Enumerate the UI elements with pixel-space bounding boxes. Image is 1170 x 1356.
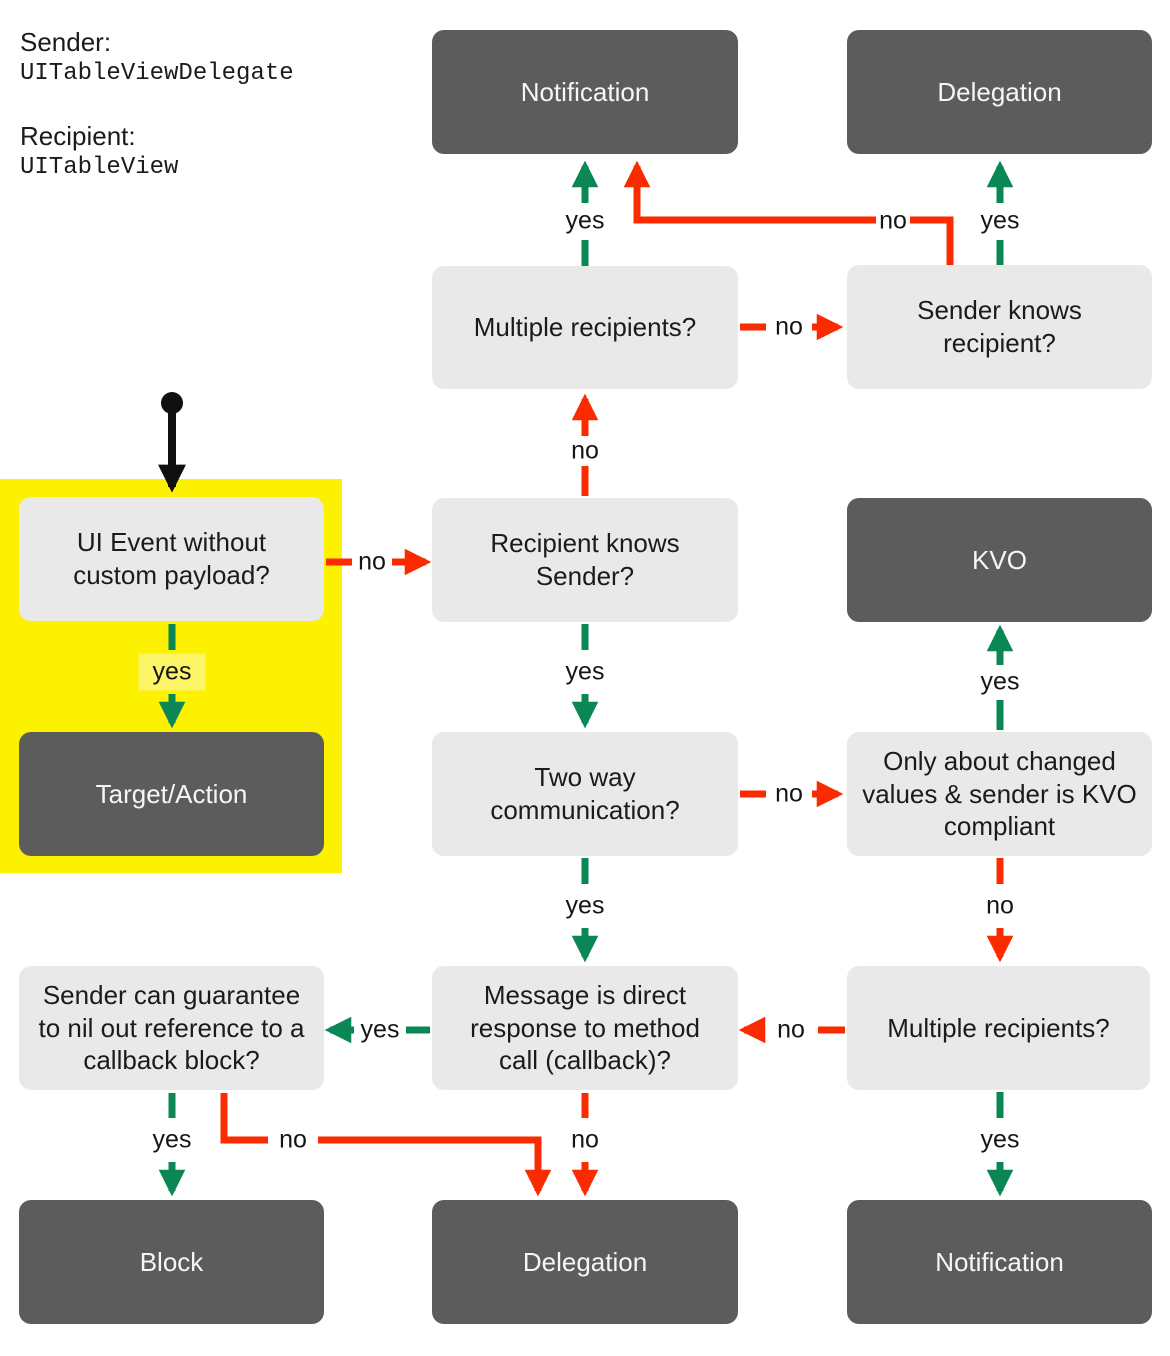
edge-label-no: no [775,779,803,808]
edge-label-no: no [775,312,803,341]
edge-label-no: no [571,1125,599,1154]
sender-label: Sender: [20,27,112,57]
edge-label-no: no [279,1125,307,1154]
edge-label-yes: yes [980,667,1020,696]
edge-label-yes: yes [980,1125,1020,1154]
edge-label-yes: yes [565,891,605,920]
node-block: Block [19,1200,324,1324]
edge-label-yes: yes [565,206,605,235]
node-two-way: Two way communication? [432,732,738,856]
node-delegation-bottom: Delegation [432,1200,738,1324]
edge-label-no: no [879,206,907,235]
node-only-changed: Only about changed values & sender is KV… [847,732,1152,856]
edge-label-yes: yes [360,1015,400,1044]
node-notification-top: Notification [432,30,738,154]
node-target-action: Target/Action [19,732,324,856]
start-dot [161,392,183,414]
node-message-direct: Message is direct response to method cal… [432,966,738,1090]
edge-label-yes: yes [152,1125,192,1154]
node-multiple-recipients-top: Multiple recipients? [432,266,738,389]
edge-sender-guarantee-to-delegation [220,1093,538,1191]
node-sender-guarantee: Sender can guarantee to nil out referenc… [19,966,324,1090]
node-multiple-recipients-bottom: Multiple recipients? [847,966,1150,1090]
edge-label-yes: yes [138,653,206,691]
edge-label-yes: yes [980,206,1020,235]
node-ui-event: UI Event without custom payload? [19,497,324,621]
node-recipient-knows-sender: Recipient knows Sender? [432,498,738,622]
edge-label-no: no [986,891,1014,920]
node-notification-bottom: Notification [847,1200,1152,1324]
recipient-label: Recipient: [20,121,136,151]
recipient-value: UITableView [20,154,179,181]
node-kvo: KVO [847,498,1152,622]
edge-label-no: no [571,436,599,465]
node-sender-knows-recipient: Sender knows recipient? [847,265,1152,389]
node-delegation-top: Delegation [847,30,1152,154]
edge-label-no: no [358,547,386,576]
edge-label-yes: yes [565,657,605,686]
legend: Sender: UITableViewDelegate Recipient: U… [20,26,294,184]
sender-value: UITableViewDelegate [20,60,294,87]
edge-label-no: no [777,1015,805,1044]
